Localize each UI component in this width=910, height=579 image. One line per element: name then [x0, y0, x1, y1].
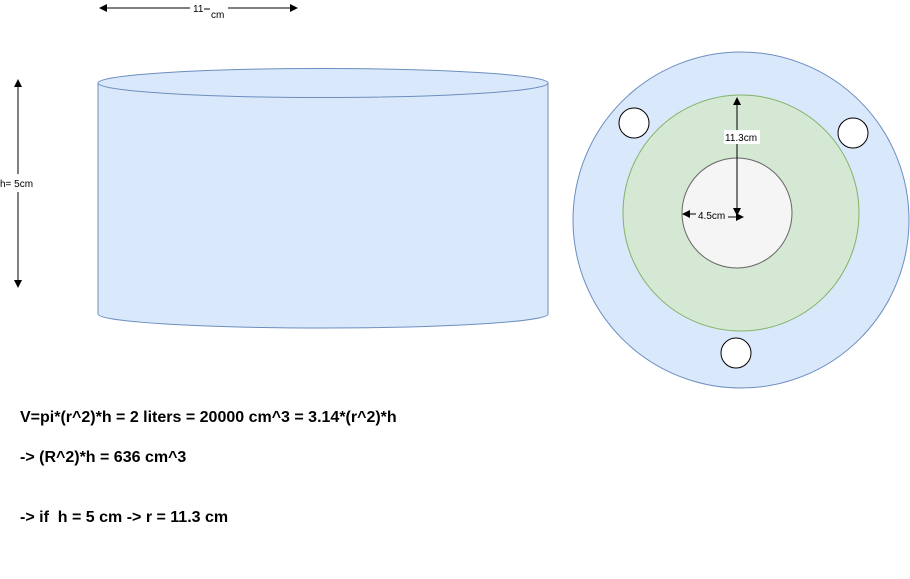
- width-value: 11: [193, 4, 204, 15]
- hole-circle-left: [618, 107, 650, 139]
- width-dimension: 11 cm: [99, 2, 298, 21]
- cylinder: [97, 68, 549, 329]
- height-label: h= 5cm: [0, 179, 33, 190]
- outer-radius-label: 11.3cm: [725, 133, 757, 144]
- volume-equation: V=pi*(r^2)*h = 2 liters = 20000 cm^3 = 3…: [20, 409, 397, 426]
- radius-result-equation: -> if h = 5 cm -> r = 11.3 cm: [20, 509, 229, 526]
- cylinder-body: [97, 82, 549, 329]
- area-height-equation: -> (R^2)*h = 636 cm^3: [20, 449, 187, 466]
- cylinder-top: [97, 68, 549, 98]
- height-dimension: h= 5cm: [0, 79, 38, 288]
- width-label-bg: [190, 2, 228, 20]
- top-view: 11.3cm 4.5cm: [572, 51, 910, 389]
- inner-radius-label: 4.5cm: [698, 211, 725, 222]
- outer-radius-label-bg: [724, 130, 760, 144]
- height-label-bg: [0, 175, 38, 191]
- hole-circle-right: [837, 117, 869, 149]
- width-unit: cm: [211, 10, 224, 21]
- hole-circle-bottom: [720, 337, 752, 369]
